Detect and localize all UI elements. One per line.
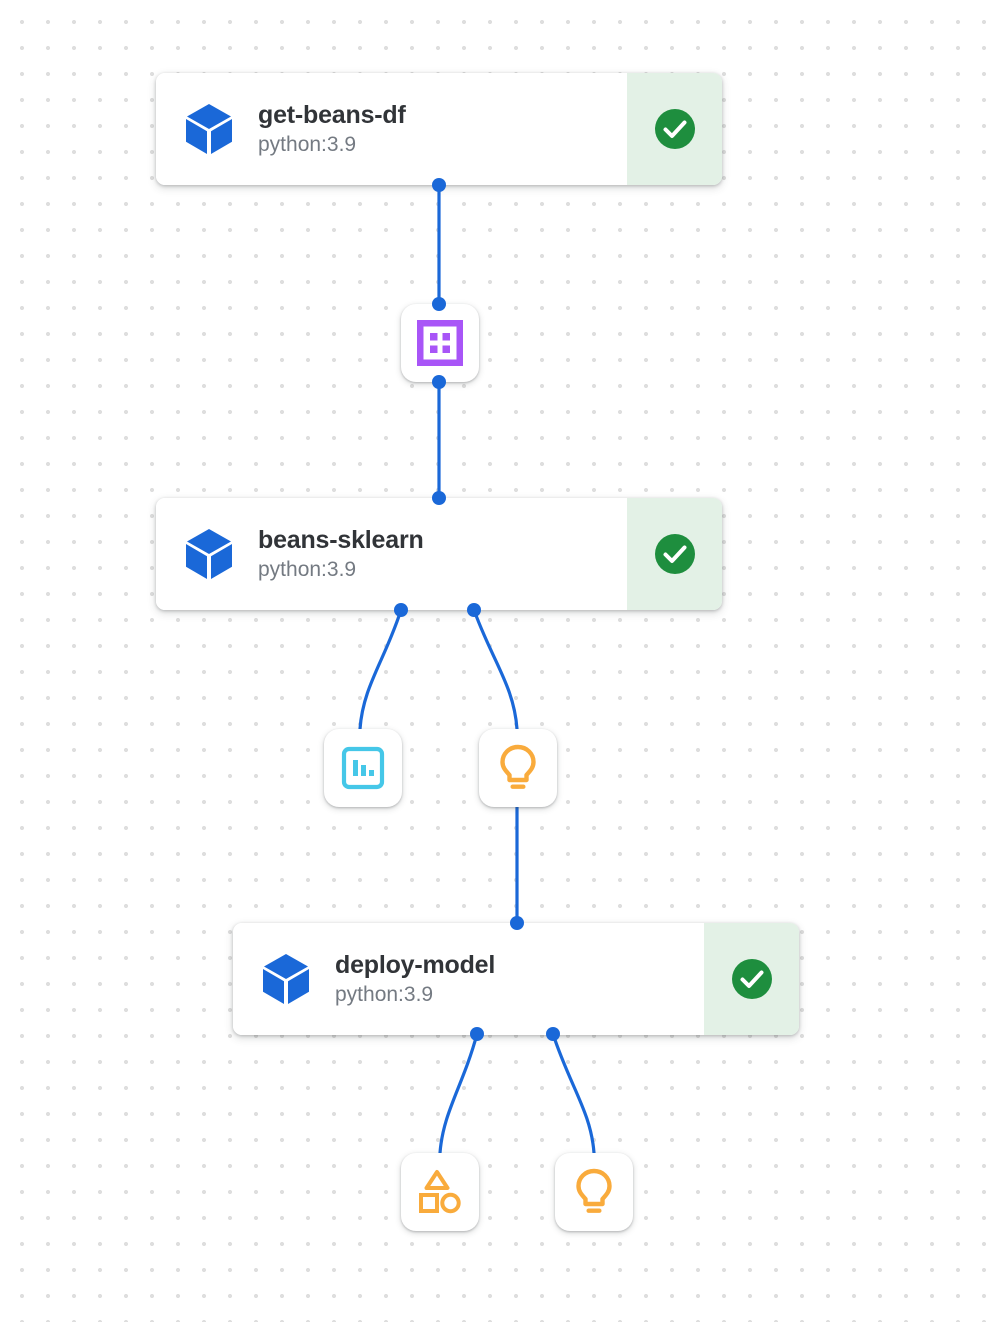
port-deploy-model-in[interactable] [510, 916, 524, 930]
task-node-text: beans-sklearn python:3.9 [258, 526, 424, 582]
artifact-node-classification-artifact[interactable] [401, 1153, 479, 1231]
port-deploy-model-out-right[interactable] [546, 1027, 560, 1041]
task-node-body: deploy-model python:3.9 [233, 923, 704, 1035]
task-node-subtitle: python:3.9 [258, 132, 357, 156]
check-circle-icon [653, 532, 697, 576]
cube-icon [184, 102, 234, 156]
task-node-body: get-beans-df python:3.9 [156, 73, 627, 185]
task-node-deploy-model[interactable]: deploy-model python:3.9 [233, 923, 799, 1035]
port-deploy-model-out-left[interactable] [470, 1027, 484, 1041]
cube-icon [261, 952, 311, 1006]
status-badge [704, 923, 799, 1035]
edge-beans-sklearn-to-model [472, 608, 519, 731]
port-dataset-out[interactable] [432, 375, 446, 389]
task-node-beans-sklearn[interactable]: beans-sklearn python:3.9 [156, 498, 722, 610]
lightbulb-icon [573, 1168, 615, 1216]
status-badge [627, 73, 722, 185]
shapes-icon [417, 1169, 463, 1215]
bar-chart-icon [341, 746, 385, 790]
task-node-subtitle: python:3.9 [258, 557, 357, 581]
cube-icon [184, 527, 234, 581]
port-dataset-in[interactable] [432, 297, 446, 311]
task-node-title: deploy-model [335, 951, 496, 980]
task-node-title: get-beans-df [258, 101, 406, 130]
status-badge [627, 498, 722, 610]
task-node-body: beans-sklearn python:3.9 [156, 498, 627, 610]
task-node-text: deploy-model python:3.9 [335, 951, 495, 1007]
dataset-grid-icon [417, 320, 463, 366]
task-node-text: get-beans-df python:3.9 [258, 101, 406, 157]
artifact-node-dataset-artifact[interactable] [401, 304, 479, 382]
lightbulb-icon [497, 744, 539, 792]
port-beans-sklearn-in[interactable] [432, 491, 446, 505]
artifact-node-endpoint-artifact[interactable] [555, 1153, 633, 1231]
port-beans-sklearn-out-right[interactable] [467, 603, 481, 617]
task-node-subtitle: python:3.9 [335, 982, 434, 1006]
task-node-get-beans-df[interactable]: get-beans-df python:3.9 [156, 73, 722, 185]
edge-deploy-model-to-classification [438, 1032, 479, 1155]
port-beans-sklearn-out-left[interactable] [394, 603, 408, 617]
check-circle-icon [653, 107, 697, 151]
edge-deploy-model-to-endpoint [551, 1032, 596, 1155]
artifact-node-metrics-artifact[interactable] [324, 729, 402, 807]
check-circle-icon [730, 957, 774, 1001]
port-get-beans-df-out[interactable] [432, 178, 446, 192]
artifact-node-model-artifact[interactable] [479, 729, 557, 807]
task-node-title: beans-sklearn [258, 526, 424, 555]
edge-beans-sklearn-to-metrics [358, 608, 403, 731]
